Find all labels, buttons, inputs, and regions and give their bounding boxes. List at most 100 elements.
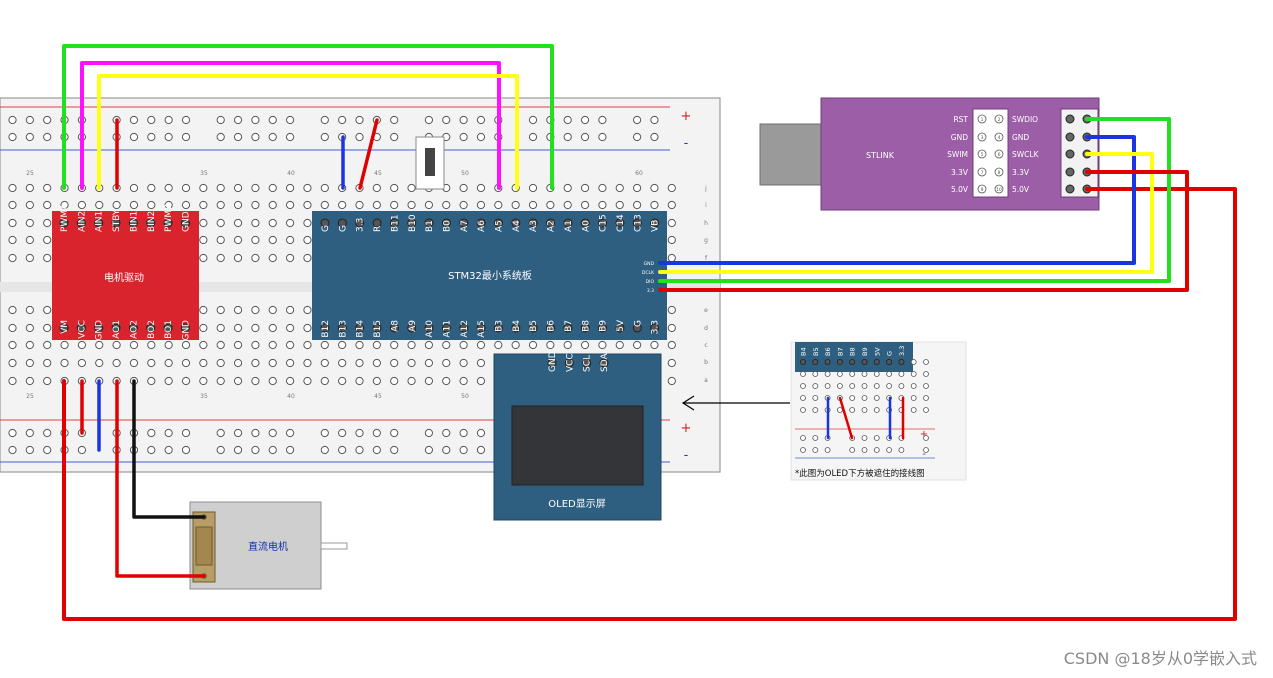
breadboard-hole: [320, 445, 329, 455]
pin-label: B7: [564, 320, 574, 332]
breadboard-hole: [216, 340, 225, 350]
breadboard-hole: [43, 218, 52, 228]
inset-hole: [861, 407, 868, 413]
inset-pin-dot: [873, 358, 880, 365]
breadboard-hole: [43, 132, 52, 142]
pin-label: G: [633, 320, 643, 327]
breadboard-hole: [199, 235, 208, 245]
inset-hole: [812, 435, 819, 441]
breadboard-hole: [580, 132, 590, 142]
breadboard-hole: [390, 445, 399, 455]
breadboard-hole: [25, 305, 34, 315]
breadboard-hole: [181, 445, 191, 455]
wire-ao1-motor: [115, 379, 206, 578]
pin-label: A3: [529, 220, 539, 232]
pin-dot: [650, 218, 660, 228]
breadboard-hole: [667, 183, 676, 193]
breadboard-hole: [43, 115, 52, 125]
inset-hole: [886, 447, 892, 453]
breadboard-hole: [442, 445, 451, 455]
breadboard-hole: [216, 358, 225, 368]
breadboard-hole: [216, 200, 225, 210]
pin-dot: [355, 323, 365, 333]
breadboard-hole: [320, 115, 329, 125]
stlink-header-pin: [1065, 114, 1075, 124]
breadboard-hole: [251, 115, 260, 125]
inset-hole: [886, 383, 892, 389]
breadboard-hole: [129, 183, 139, 193]
pin-label: 3.3: [651, 320, 661, 334]
inset-arrow: [681, 395, 790, 411]
breadboard-hole: [338, 358, 347, 368]
pin-dot: [407, 218, 417, 228]
breadboard-hole: [181, 115, 191, 125]
row-letter-j: j: [704, 185, 707, 192]
breadboard-hole: [372, 358, 381, 368]
breadboard-hole: [633, 132, 642, 142]
pin-label: 3.3: [356, 218, 366, 232]
row-letter-h: h: [704, 220, 708, 227]
pin-label: A10: [425, 320, 435, 338]
stm32-swd-dio: DIO: [646, 279, 655, 285]
stm32-swd-gnd: GND: [644, 261, 655, 267]
inset-hole: [923, 407, 929, 413]
pin-label: B15: [373, 320, 383, 338]
inset-caption: *此图为OLED下方被遮住的接线图: [795, 468, 925, 479]
breadboard-hole: [199, 183, 208, 193]
breadboard-hole: [459, 200, 468, 210]
breadboard-hole: [199, 305, 208, 315]
breadboard-hole: [8, 376, 17, 386]
row-letter-g: g: [704, 237, 708, 244]
breadboard-hole: [181, 183, 191, 193]
breadboard-hole: [667, 358, 676, 368]
pin-label: B3: [495, 320, 505, 332]
breadboard-hole: [147, 358, 156, 368]
breadboard-hole: [181, 132, 191, 142]
pin-label: C13: [633, 214, 643, 232]
breadboard-hole: [650, 132, 659, 142]
breadboard-hole: [268, 183, 277, 193]
breadboard-hole: [390, 183, 399, 193]
wire-pwma-a2: [62, 44, 554, 190]
stlink-right-label: SWDIO: [1012, 115, 1038, 124]
stlink-idc-pin: [994, 167, 1004, 177]
breadboard-hole: [424, 428, 433, 438]
breadboard-hole: [251, 358, 260, 368]
pin-label: B1: [425, 220, 435, 232]
pin-label: VCC: [565, 353, 575, 372]
breadboard-hole: [615, 200, 624, 210]
stlink-pin-number: 5: [981, 152, 984, 158]
breadboard-hole: [320, 132, 329, 142]
breadboard-hole: [43, 183, 52, 193]
stlink-idc-pin: [994, 132, 1004, 142]
breadboard-hole: [459, 428, 468, 438]
breadboard-hole: [233, 305, 243, 315]
inset-hole: [898, 383, 905, 389]
breadboard-hole: [251, 132, 260, 142]
breadboard-hole: [8, 253, 17, 263]
breadboard-hole: [563, 200, 572, 210]
pin-label: 5V: [616, 319, 626, 332]
stlink-idc-pin: [977, 167, 987, 177]
breadboard-hole: [216, 376, 225, 386]
pin-label: B13: [338, 320, 348, 338]
stlink-idc-pin: [977, 184, 987, 194]
pin-dot: [459, 218, 469, 228]
breadboard-hole: [338, 428, 347, 438]
breadboard-hole: [25, 376, 34, 386]
breadboard-hole: [199, 323, 208, 333]
stlink-pin-number: 6: [998, 152, 1001, 158]
breadboard-hole: [528, 132, 538, 142]
breadboard-hole: [286, 183, 295, 193]
breadboard-hole: [667, 200, 676, 210]
breadboard-hole: [8, 445, 17, 455]
breadboard-hole: [563, 132, 572, 142]
breadboard-hole: [43, 305, 52, 315]
pin-dot: [580, 323, 590, 333]
stlink-pin-number: 10: [996, 187, 1002, 193]
pin-dot: [650, 323, 660, 333]
wire-stm-33-rail: [358, 118, 379, 190]
